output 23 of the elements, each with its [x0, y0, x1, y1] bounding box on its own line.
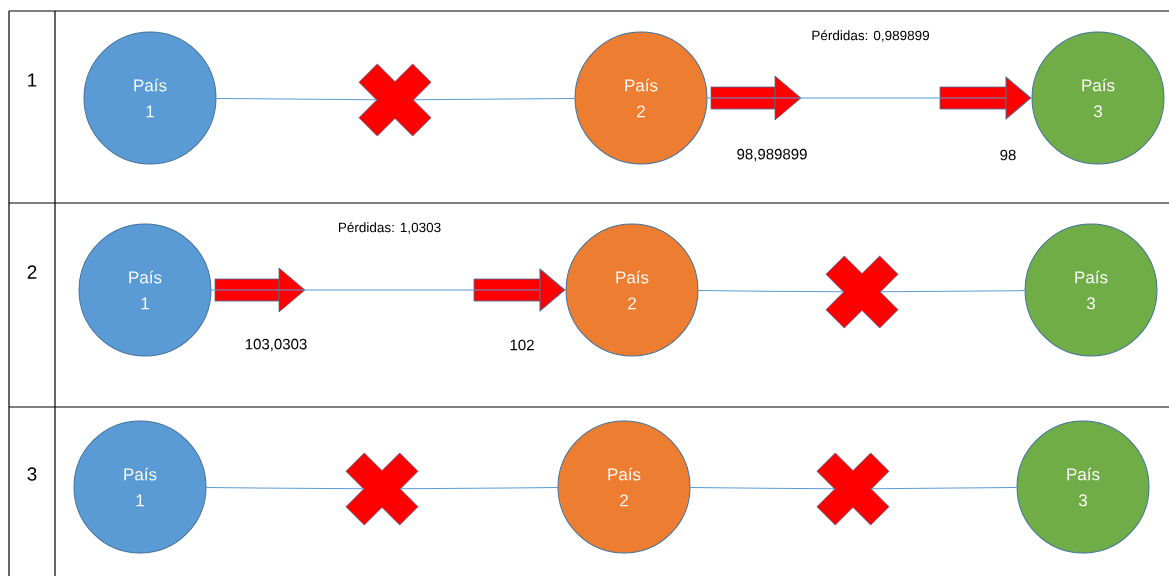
- flow-value: 103,0303: [245, 338, 307, 352]
- cross-mark: [825, 255, 899, 329]
- cross-mark: [358, 63, 432, 137]
- flow-value: 98: [1000, 149, 1016, 161]
- connector: [412, 98, 575, 101]
- row-number: 1: [28, 73, 37, 87]
- connector: [690, 487, 836, 490]
- connector: [206, 487, 365, 490]
- cross-mark: [345, 452, 419, 526]
- connector: [216, 98, 378, 101]
- row-number: 3: [27, 467, 37, 481]
- connector: [707, 75, 1032, 121]
- loss-label: Pérdidas: 0,989899: [810, 29, 931, 43]
- connector: [879, 290, 1025, 293]
- flow-value: 102: [510, 339, 534, 351]
- loss-label: Pérdidas: 1,0303: [336, 221, 443, 235]
- connector: [870, 487, 1017, 490]
- row-number: 2: [27, 265, 37, 279]
- connector: [399, 487, 558, 490]
- flow-value: 98,989899: [737, 148, 807, 162]
- connector: [211, 267, 566, 313]
- cross-mark: [816, 452, 890, 526]
- connector: [698, 290, 845, 293]
